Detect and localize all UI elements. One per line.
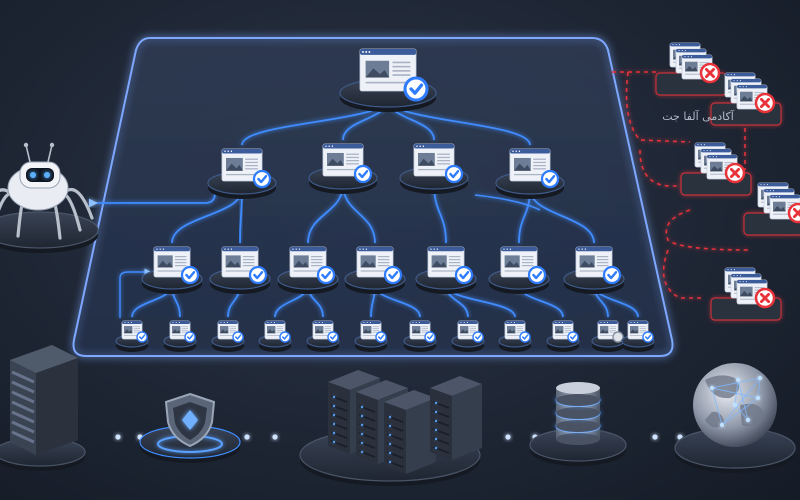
excluded-page-1 [655, 42, 727, 96]
webpage-icon [575, 246, 613, 278]
shield-icon [139, 392, 241, 463]
page-node-level3-3 [211, 320, 245, 352]
check-icon [540, 169, 560, 189]
check-icon [519, 331, 531, 343]
webpage-icon [221, 148, 263, 182]
page-node-level0-1 [339, 48, 437, 112]
x-icon [699, 62, 721, 84]
check-icon [316, 265, 336, 285]
page-node-level3-2 [163, 320, 197, 352]
check-icon [353, 164, 373, 184]
server-tower-icon [0, 345, 86, 471]
excluded-page-4 [743, 182, 800, 236]
pending-icon [612, 331, 624, 343]
webpage-icon [153, 246, 191, 278]
check-icon [232, 331, 244, 343]
check-icon [424, 331, 436, 343]
webpage-icon [504, 320, 526, 340]
webpage-icon [427, 246, 465, 278]
page-node-level2-5 [415, 246, 477, 294]
server-rack-icon [299, 370, 482, 486]
server-rack [430, 376, 482, 460]
page-node-level1-4 [495, 148, 565, 199]
webpage-icon [322, 143, 364, 177]
check-icon [642, 331, 654, 343]
check-icon [567, 331, 579, 343]
x-icon [787, 202, 800, 224]
page-node-level2-7 [563, 246, 625, 294]
globe-network-icon [674, 363, 796, 473]
webpage-icon [509, 148, 551, 182]
page-node-level2-1 [141, 246, 203, 294]
infrastructure-row [0, 345, 796, 486]
check-icon [527, 265, 547, 285]
check-icon [248, 265, 268, 285]
x-icon [754, 92, 776, 114]
page-node-level2-2 [209, 246, 271, 294]
webpage-icon [289, 246, 327, 278]
page-tree [0, 48, 655, 352]
check-icon [279, 331, 291, 343]
page-node-level3-5 [306, 320, 340, 352]
page-node-level3-4 [258, 320, 292, 352]
webpage-icon [359, 48, 417, 92]
page-node-level2-3 [277, 246, 339, 294]
page-node-level2-6 [488, 246, 550, 294]
page-node-level3-10 [546, 320, 580, 352]
check-icon [136, 331, 148, 343]
check-icon [472, 331, 484, 343]
database-icon [529, 382, 627, 466]
page-node-level3-8 [451, 320, 485, 352]
watermark-text: آکادمی آلفا جت [662, 110, 734, 123]
webpage-icon [356, 246, 394, 278]
page-node-level3-6 [354, 320, 388, 352]
page-node-level3-9 [498, 320, 532, 352]
webpage-icon [413, 143, 455, 177]
page-node-level1-3 [399, 143, 469, 194]
check-icon [375, 331, 387, 343]
page-node-level3-12 [621, 320, 655, 352]
excluded-page-3 [680, 142, 752, 196]
check-icon [454, 265, 474, 285]
page-node-level3-1 [115, 320, 149, 352]
webpage-icon [500, 246, 538, 278]
excluded-page-2 [710, 72, 782, 126]
x-icon [754, 287, 776, 309]
x-icon [724, 162, 746, 184]
check-icon [444, 164, 464, 184]
page-node-level1-2 [308, 143, 378, 194]
check-icon [252, 169, 272, 189]
excluded-page-5 [710, 267, 782, 321]
excluded-pages [612, 42, 800, 321]
webpage-icon [221, 246, 259, 278]
check-icon [180, 265, 200, 285]
check-icon [403, 76, 429, 102]
page-node-level2-4 [344, 246, 406, 294]
page-node-level1-1 [207, 148, 277, 199]
webpage-icon [597, 320, 619, 340]
check-icon [383, 265, 403, 285]
server-rack [384, 390, 436, 474]
spider-robot-crawler-icon [0, 142, 99, 253]
check-icon [602, 265, 622, 285]
page-node-level3-11 [591, 320, 625, 352]
page-node-level3-7 [403, 320, 437, 352]
check-icon [184, 331, 196, 343]
check-icon [327, 331, 339, 343]
